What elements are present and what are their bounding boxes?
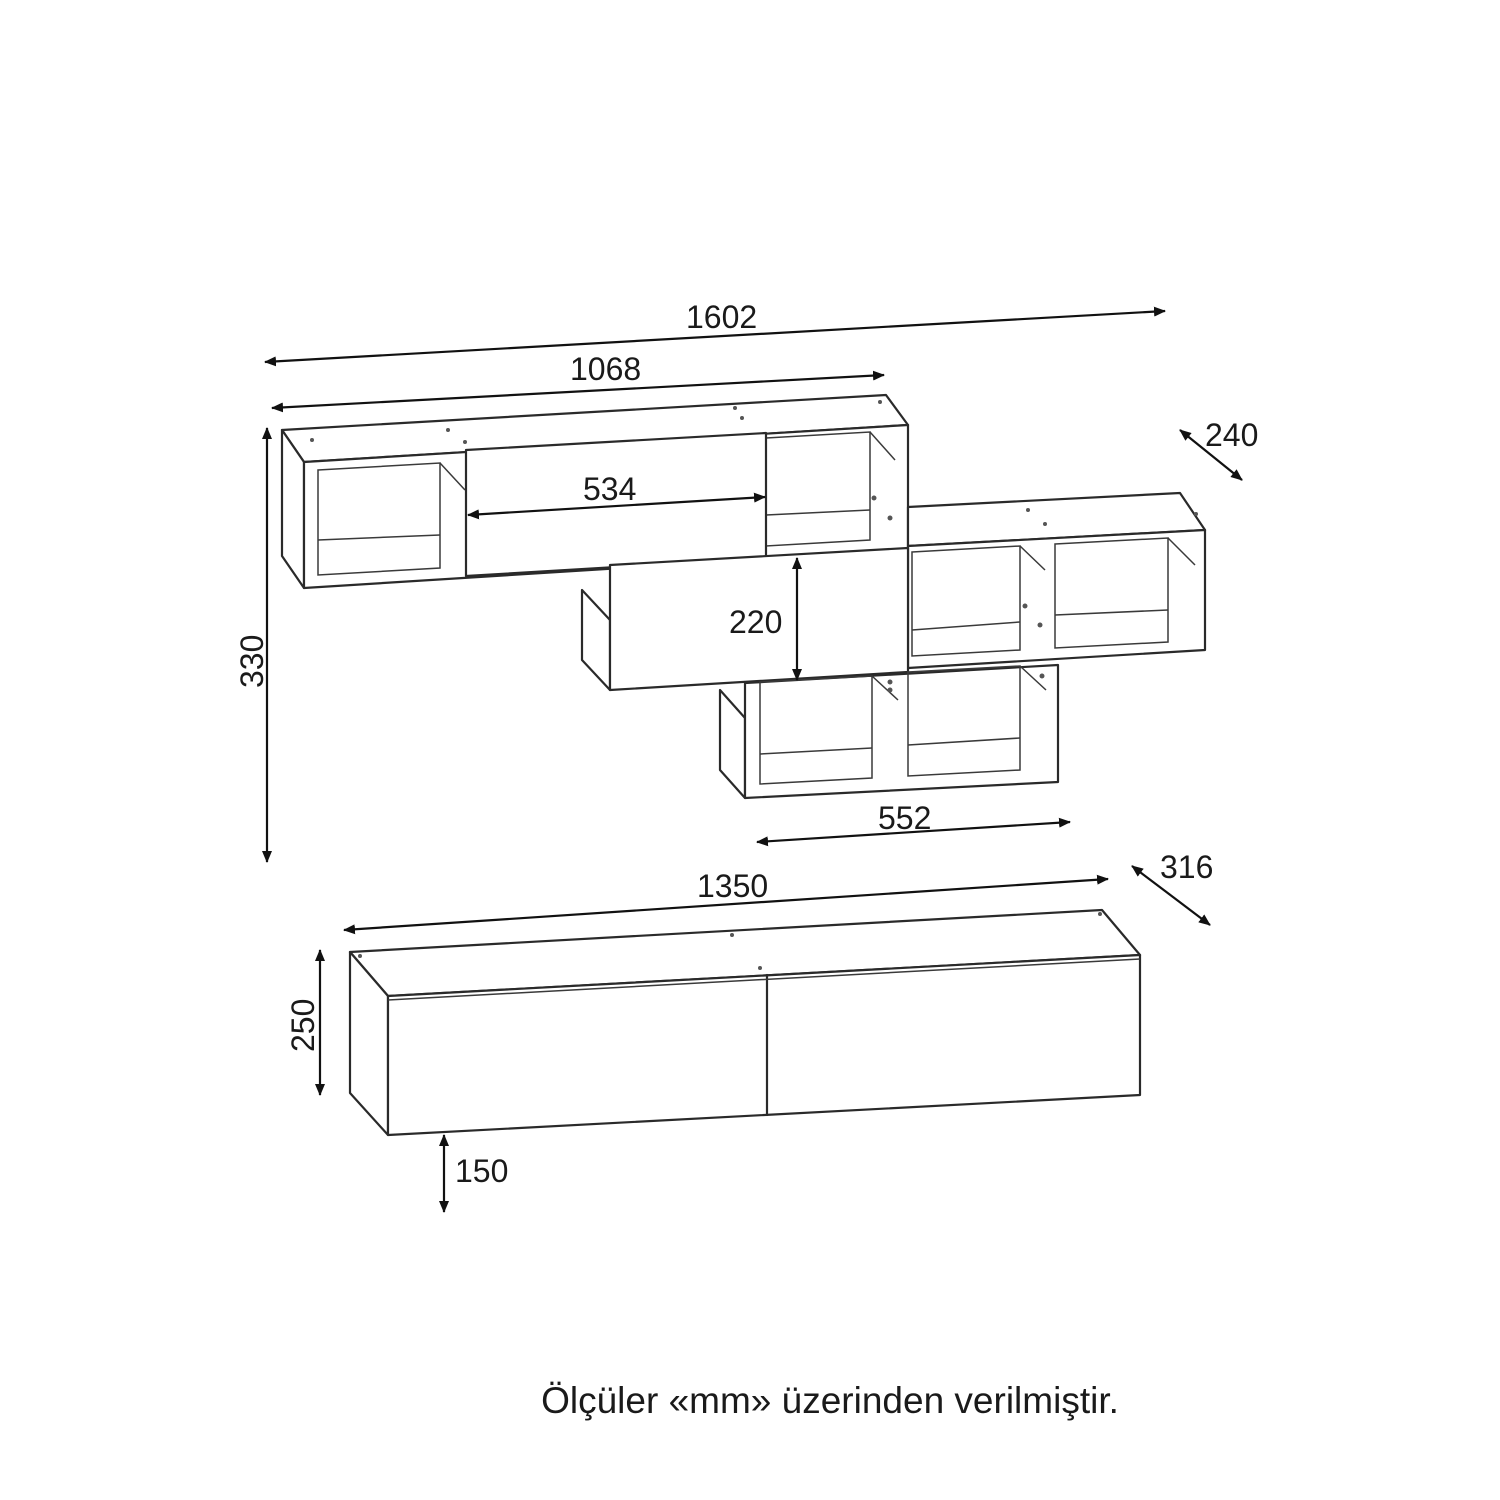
label-tv-unit-leg-gap: 150	[455, 1153, 508, 1189]
label-tv-unit-depth: 316	[1160, 849, 1213, 885]
label-tv-unit-height: 250	[285, 999, 321, 1052]
label-total-height: 330	[234, 635, 270, 688]
bottom-shelf-unit	[718, 663, 1060, 800]
label-bottom-shelf-width: 552	[878, 800, 931, 836]
label-top-flap-width: 534	[583, 471, 636, 507]
tv-unit	[348, 908, 1142, 1137]
dimension-lines	[262, 306, 1243, 1213]
label-shelf-depth: 240	[1205, 417, 1258, 453]
label-total-width: 1602	[686, 299, 757, 335]
units-caption: Ölçüler «mm» üzerinden verilmiştir.	[541, 1380, 1119, 1421]
label-top-shelf-width: 1068	[570, 351, 641, 387]
middle-shelf-unit	[580, 491, 1207, 692]
label-tv-unit-width: 1350	[697, 868, 768, 904]
dimension-labels: 1602 1068 534 240 330 220 552 1350 316 2…	[234, 299, 1258, 1189]
label-middle-flap-height: 220	[729, 604, 782, 640]
